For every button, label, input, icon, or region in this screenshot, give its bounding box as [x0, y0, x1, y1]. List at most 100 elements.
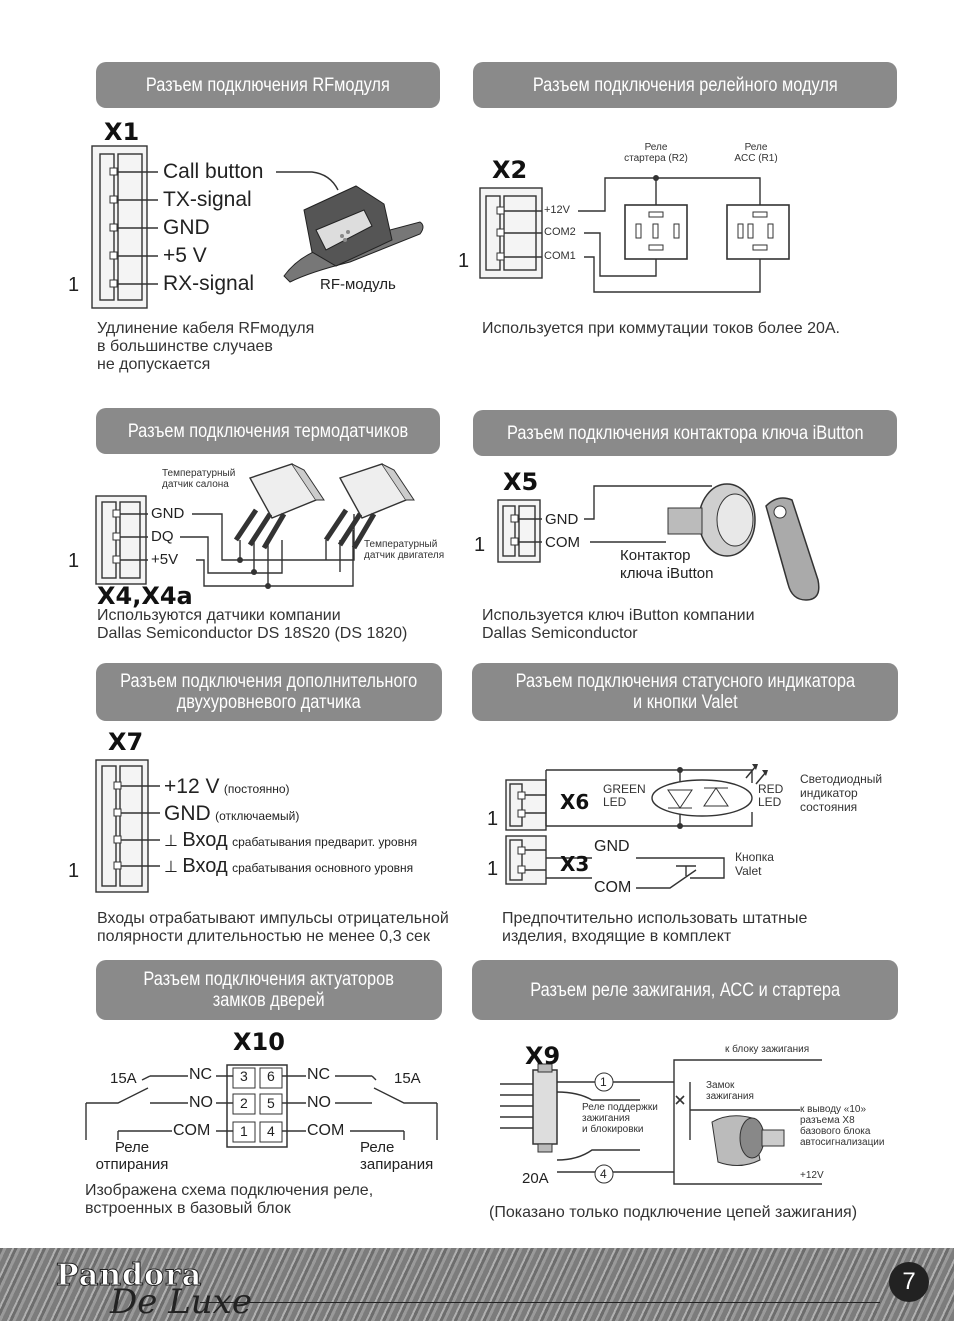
x5-pin-gnd: GND [545, 511, 579, 528]
x7-pin-input-main-sub: срабатывания основного уровня [232, 861, 414, 875]
x7-connector [95, 759, 160, 893]
header-ignition: Разъем реле зажигания, АСС и стартера [472, 960, 898, 1020]
to-pin10-label: к выводу «10» разъема X8 базового блока … [800, 1104, 885, 1148]
x10-cell-1: 1 [240, 1123, 248, 1139]
x10-right-no: NO [307, 1094, 331, 1111]
x4-note: Используются датчики компании Dallas Sem… [97, 607, 408, 642]
x3-pin-gnd: GND [594, 838, 630, 855]
ibutton-contact-label: Контактор ключа iButton [620, 547, 714, 582]
x10-right-com: COM [307, 1122, 345, 1139]
header-thermo: Разъем подключения термодатчиков [96, 408, 440, 454]
x9-fuse-label: 20A [522, 1170, 549, 1187]
x2-pin-com1: COM1 [544, 250, 576, 262]
x7-label: X7 [108, 728, 144, 756]
x9-node-4: 4 [600, 1167, 607, 1181]
x1-pin-tx-signal: TX-signal [163, 188, 252, 211]
x2-pin-one: 1 [458, 250, 470, 272]
header-status-indicator: Разъем подключения статусного индикатора… [472, 663, 898, 721]
header-door-locks: Разъем подключения актуаторов замков две… [96, 960, 442, 1020]
x1-pin-plus5v: +5 V [163, 244, 207, 267]
x10-cell-5: 5 [267, 1095, 275, 1111]
x7-pin-one: 1 [68, 860, 80, 882]
x9-diagram [500, 1059, 822, 1185]
x3-pin-one: 1 [487, 858, 499, 880]
footer-line [200, 1302, 880, 1303]
x9-plus12-label: +12V [800, 1170, 824, 1181]
x4-label: X4,X4a [97, 582, 193, 610]
x4-pin-one: 1 [68, 550, 80, 572]
rf-module-picture [283, 185, 424, 283]
x6-label: X6 [560, 790, 590, 814]
x5-pin-one: 1 [474, 534, 486, 556]
x10-diagram [85, 1064, 438, 1148]
x2-pin-com2: COM2 [544, 226, 576, 238]
brand-logo: Pandora [55, 1258, 203, 1294]
x10-cell-4: 4 [267, 1123, 275, 1139]
x7-note: Входы отрабатывают импульсы отрицательно… [97, 910, 449, 945]
x10-left-com: COM [173, 1122, 211, 1139]
x5-connector [497, 483, 820, 601]
x7-pin-12v-sub: (постоянно) [223, 782, 290, 796]
pulse-icon: ⊥ [164, 833, 178, 850]
x9-node-1: 1 [600, 1075, 607, 1089]
x5-pin-com: COM [545, 534, 580, 551]
x1-label: X1 [104, 118, 140, 146]
x4-connector [95, 463, 415, 589]
x9-note: (Показано только подключение цепей зажиг… [489, 1204, 858, 1221]
relay-unlock-label: Реле отпирания [95, 1139, 169, 1173]
green-led-label: GREEN LED [603, 782, 646, 809]
valet-button-label: Кнопка Valet [735, 850, 774, 878]
sensor-engine-label: Температурный датчик двигателя [364, 539, 445, 561]
x1-pin-rx-signal: RX-signal [163, 272, 255, 295]
x7-pin-gnd-sub: (отключаемый) [215, 809, 300, 823]
rf-module-caption: RF-модуль [320, 276, 396, 293]
indicator-label: Светодиодный индикатор состояния [800, 772, 883, 814]
fuse-left-label: 15A [110, 1070, 137, 1087]
relay-lock-label: Реле запирания [360, 1139, 434, 1173]
x2-note: Используется при коммутации токов более … [482, 320, 840, 337]
x7-pin-input-pre-main: Вход [182, 829, 228, 851]
ignition-lock-label: Замок зажигания [706, 1080, 754, 1102]
x2-pin-12v: +12V [544, 204, 570, 216]
x6-x3-connectors [505, 764, 768, 889]
x4-pin-gnd: GND [151, 505, 185, 522]
relay-starter-label: Реле стартера (R2) [624, 142, 688, 164]
x4-pin-dq: DQ [151, 528, 174, 545]
header-extra-sensor: Разъем подключения дополнительного двуху… [96, 663, 442, 721]
x10-cell-2: 2 [240, 1095, 248, 1111]
x7-pin-12v: +12 V (постоянно) [164, 775, 290, 799]
x1-pin-call-button: Call button [163, 160, 264, 183]
x7-pin-12v-main: +12 V [164, 775, 220, 798]
x1-pin-gnd: GND [163, 216, 210, 239]
x7-pin-input-main: ⊥ Вход срабатывания основного уровня [164, 855, 413, 878]
x6-note: Предпочтительно использовать штатные изд… [502, 910, 808, 945]
x5-label: X5 [503, 468, 539, 496]
x7-pin-input-pre-sub: срабатывания предварит. уровня [232, 835, 418, 849]
x2-connector [479, 175, 790, 293]
header-ibutton: Разъем подключения контактора ключа iBut… [473, 410, 897, 456]
header-rf-module: Разъем подключения RFмодуля [96, 62, 440, 108]
x3-label: X3 [560, 852, 590, 876]
x10-cell-6: 6 [267, 1068, 275, 1084]
relay-support-label: Реле поддержки зажигания и блокировки [582, 1102, 658, 1135]
x7-pin-gnd: GND (отключаемый) [164, 802, 299, 826]
x3-pin-com: COM [594, 879, 632, 896]
pulse-icon: ⊥ [164, 859, 178, 876]
x10-note: Изображена схема подключения реле, встро… [85, 1182, 374, 1217]
x5-note: Используется ключ iButton компании Dalla… [482, 607, 755, 642]
x10-label: X10 [233, 1028, 285, 1056]
x4-pin-5v: +5V [151, 551, 179, 568]
x1-pin-one: 1 [68, 274, 80, 296]
fuse-right-label: 15A [394, 1070, 421, 1087]
footer-band [0, 1248, 954, 1321]
page-number: 7 [889, 1262, 929, 1302]
x2-label: X2 [492, 156, 528, 184]
sensor-cabin-label: Температурный датчик салона [162, 468, 236, 490]
x1-note: Удлинение кабеля RFмодуля в большинстве … [97, 320, 315, 373]
x7-pin-input-main-main: Вход [182, 855, 228, 877]
x1-connector [91, 145, 339, 309]
relay-acc-label: Реле ACC (R1) [734, 142, 778, 164]
x6-pin-one: 1 [487, 808, 499, 830]
to-ignition-label: к блоку зажигания [725, 1044, 810, 1055]
